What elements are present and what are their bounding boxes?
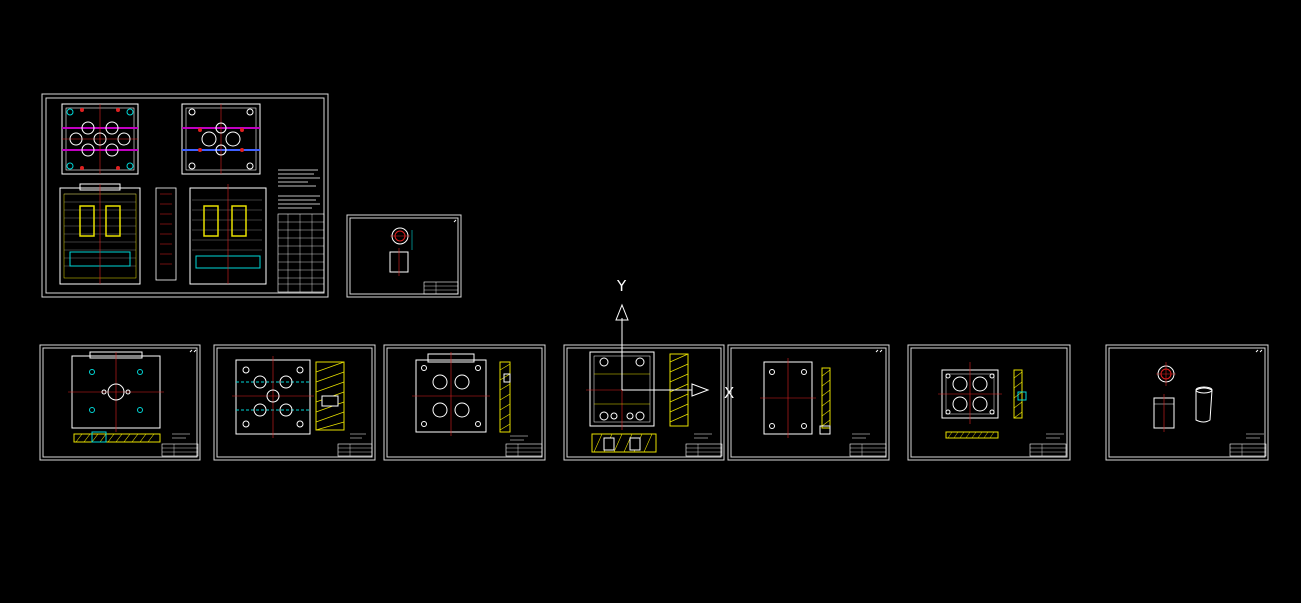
sheet-assembly-drawing[interactable] (41, 93, 329, 298)
sheet-plate-3[interactable] (383, 344, 546, 461)
assembly-section-left (59, 183, 141, 285)
sheet-plate-2[interactable] (213, 344, 376, 461)
assembly-side-view (155, 187, 177, 281)
sheet-part-sleeve[interactable] (1105, 344, 1269, 461)
assembly-bom-table (277, 169, 325, 293)
ucs-y-label: Y (616, 277, 627, 295)
sheet-plate-1[interactable] (39, 344, 201, 461)
ucs-x-label: X (724, 384, 734, 402)
ucs-icon (615, 303, 710, 397)
assembly-plan-view-right (181, 103, 261, 175)
assembly-plan-view-left (61, 103, 139, 175)
sheet-plate-6[interactable] (907, 344, 1071, 461)
sheet-plate-4[interactable] (563, 344, 725, 461)
assembly-section-right (189, 184, 267, 285)
sheet-plate-5[interactable] (727, 344, 890, 461)
sheet-small-part[interactable] (346, 214, 462, 298)
